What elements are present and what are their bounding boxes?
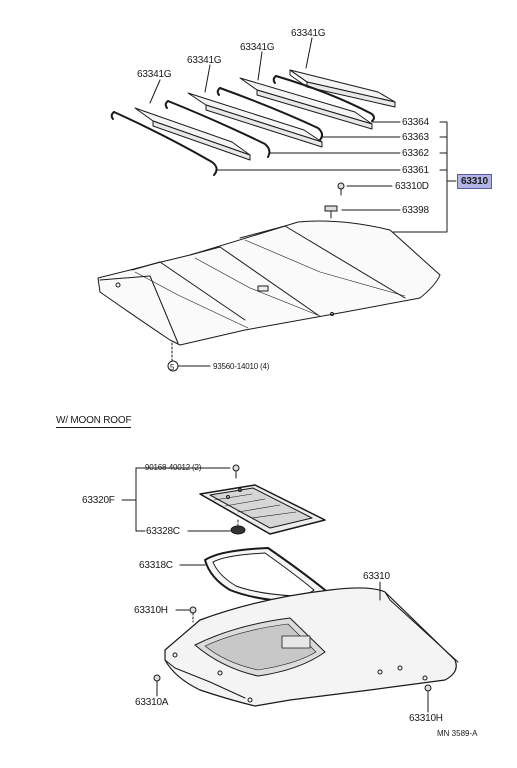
label-63341g[interactable]: 63341G (291, 28, 326, 39)
label-63328c[interactable]: 63328C (146, 526, 180, 537)
roof-bow-63364 (275, 75, 375, 122)
label-63320f[interactable]: 63320F (82, 495, 115, 506)
label-63362[interactable]: 63362 (402, 148, 429, 159)
section-title-moon-roof: W/ MOON ROOF (56, 415, 132, 428)
clip-63310h-right (424, 684, 432, 713)
label-63310-selected[interactable]: 63310 (457, 174, 492, 189)
label-63310[interactable]: 63310 (363, 571, 390, 582)
frame-63318c (204, 547, 326, 603)
holder-63398 (324, 205, 338, 219)
label-63364[interactable]: 63364 (402, 117, 429, 128)
clip-63310h-left (189, 606, 197, 623)
clip-63310a (153, 674, 161, 689)
svg-text:5: 5 (170, 363, 175, 372)
sunshade-63320f (199, 484, 326, 535)
diagram-code: MN 3589-A (437, 729, 478, 738)
label-63398[interactable]: 63398 (402, 205, 429, 216)
pad-63341g-1 (289, 69, 396, 108)
headlining-63310 (97, 220, 441, 346)
clip-93560-14010: 5 (167, 360, 179, 372)
pad-63341g-4 (134, 107, 251, 161)
label-63363[interactable]: 63363 (402, 132, 429, 143)
pad-63341g-3 (187, 92, 323, 148)
label-63341g[interactable]: 63341G (137, 69, 172, 80)
label-63341g[interactable]: 63341G (187, 55, 222, 66)
label-63310a[interactable]: 63310A (135, 697, 169, 708)
label-90168-40012[interactable]: 90168-40012 (2) (145, 463, 202, 472)
clip-63310d (337, 182, 345, 196)
label-63318c[interactable]: 63318C (139, 560, 173, 571)
label-63310h[interactable]: 63310H (409, 713, 443, 724)
label-93560-14010[interactable]: 93560-14010 (4) (213, 362, 270, 371)
label-63310h[interactable]: 63310H (134, 605, 168, 616)
label-63310d[interactable]: 63310D (395, 181, 429, 192)
screw-90168-40012 (232, 464, 240, 479)
headlining-63310-moonroof (164, 587, 459, 707)
roof-bow-63363 (219, 87, 324, 141)
label-63361[interactable]: 63361 (402, 165, 429, 176)
label-63341g[interactable]: 63341G (240, 42, 275, 53)
knob-63328c (230, 519, 246, 535)
pad-63341g-2 (239, 77, 373, 130)
roof-bow-63362 (167, 100, 271, 158)
